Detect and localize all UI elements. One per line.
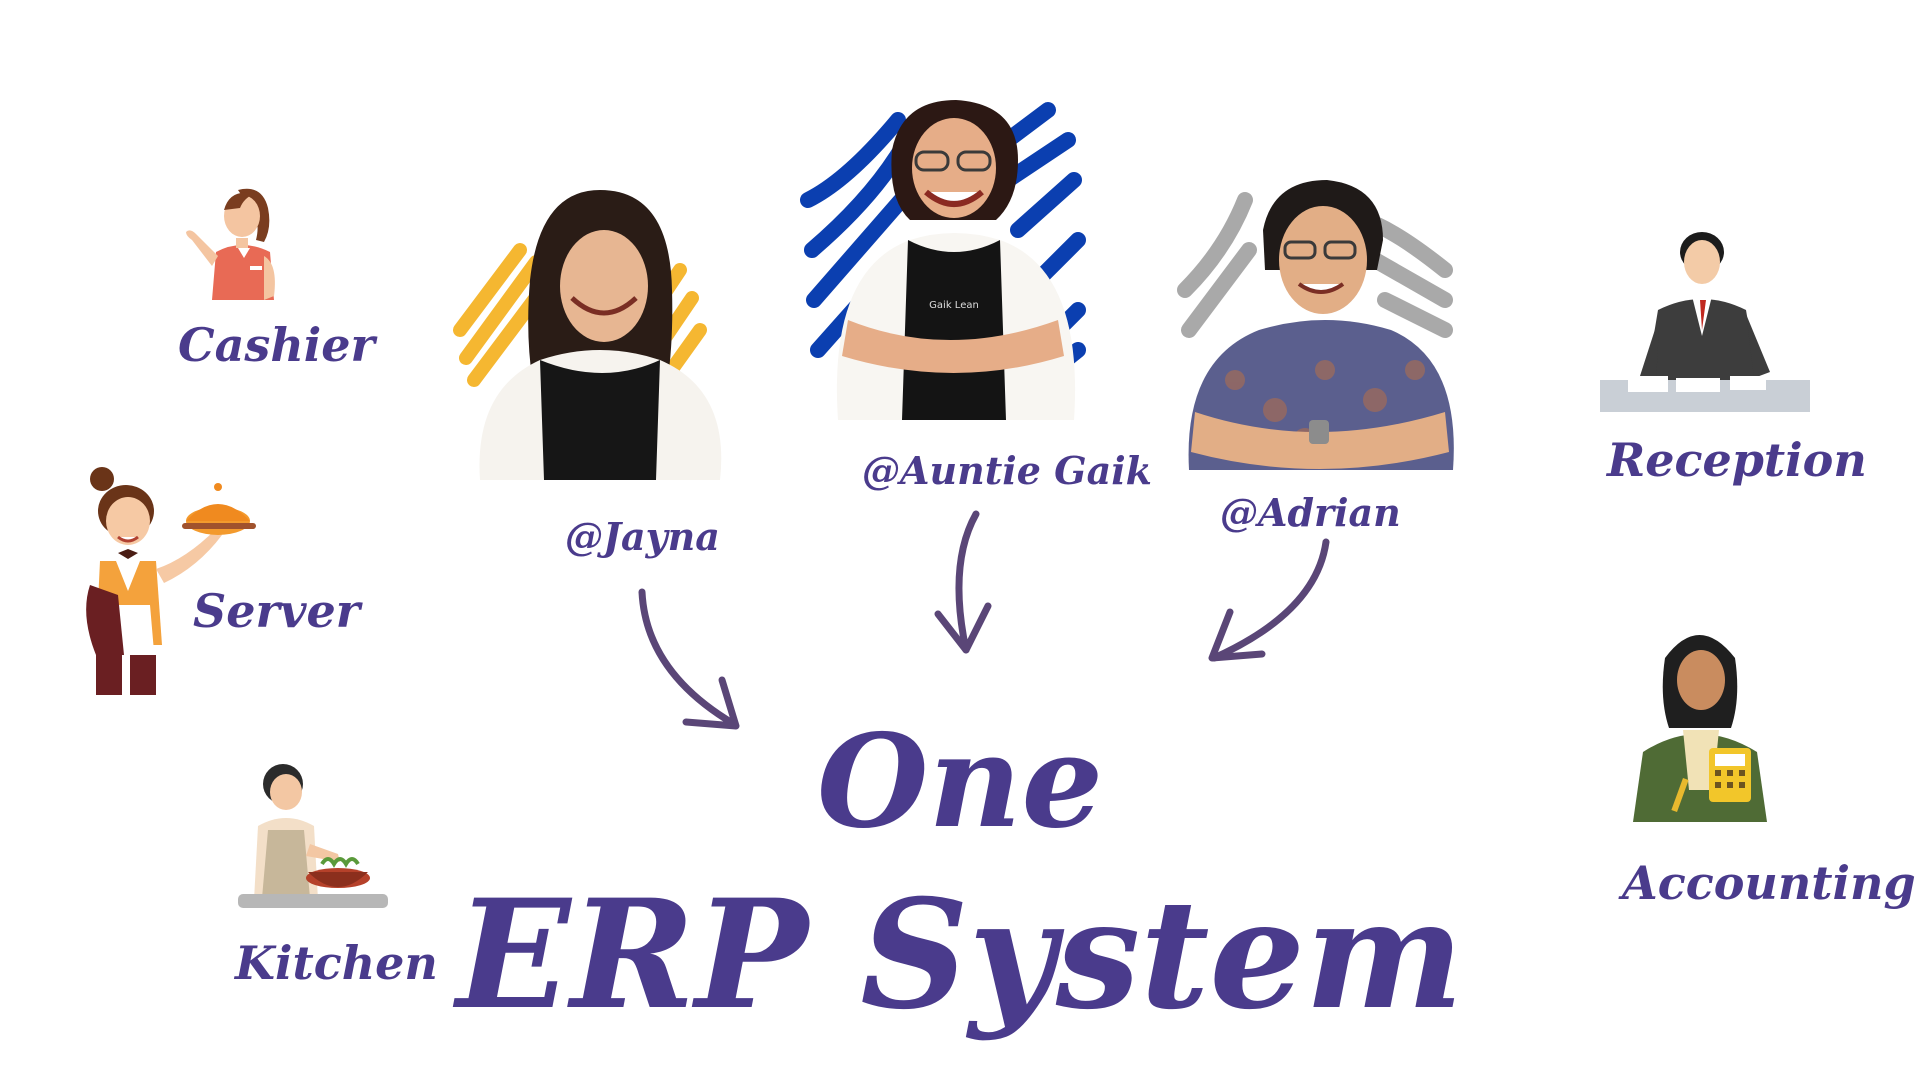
role-label-server: Server bbox=[193, 584, 360, 638]
chef-icon bbox=[238, 760, 388, 910]
arrow-adrian-to-erp bbox=[1200, 538, 1340, 668]
receptionist-icon bbox=[1600, 230, 1810, 415]
title-erp-system: ERP System bbox=[456, 867, 1464, 1043]
handle-adrian: @Adrian bbox=[1220, 490, 1401, 535]
role-label-kitchen: Kitchen bbox=[235, 936, 438, 990]
arrow-auntie-gaik-to-erp bbox=[920, 510, 1000, 660]
person-photo-auntie-gaik: Gaik Lean bbox=[800, 100, 1098, 420]
cashier-icon bbox=[180, 180, 300, 310]
role-label-reception: Reception bbox=[1607, 433, 1867, 487]
title-one: One bbox=[817, 707, 1103, 857]
server-icon bbox=[78, 465, 258, 700]
person-photo-jayna bbox=[453, 190, 740, 480]
svg-text:Gaik Lean: Gaik Lean bbox=[929, 300, 979, 311]
arrow-jayna-to-erp bbox=[630, 588, 750, 738]
role-label-cashier: Cashier bbox=[178, 318, 375, 372]
role-label-accounting: Accounting bbox=[1622, 856, 1916, 910]
handle-jayna: @Jayna bbox=[565, 514, 720, 559]
handle-auntie-gaik: @Auntie Gaik bbox=[862, 448, 1152, 493]
accountant-icon bbox=[1625, 618, 1775, 828]
person-photo-adrian bbox=[1177, 180, 1455, 470]
